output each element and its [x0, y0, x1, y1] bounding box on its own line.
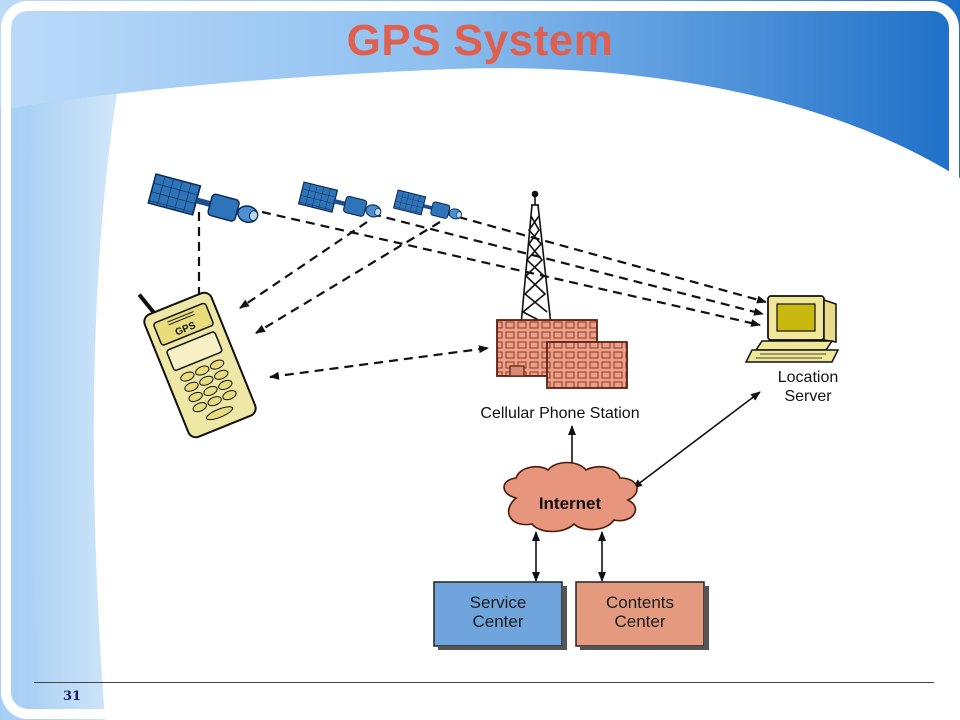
- satellite-links: [195, 210, 767, 380]
- slide-title: GPS System: [346, 16, 614, 65]
- internet-cloud-icon: [503, 461, 638, 533]
- cellular-phone-station-label: Cellular Phone Station: [480, 405, 640, 422]
- satellite-icon: [392, 189, 462, 220]
- footer-divider: [34, 682, 934, 683]
- contents-center-box: [575, 581, 705, 647]
- contents-center-shadow: [704, 586, 709, 650]
- contents-center-label-line2: Center: [614, 612, 666, 631]
- phone-to-station-link: [269, 345, 489, 380]
- sat3-to-server-link: [443, 211, 767, 304]
- page-number: 31: [62, 689, 82, 704]
- gps-phone-icon: GPS: [137, 291, 257, 439]
- sat1-to-server-link: [261, 210, 761, 327]
- left-sweep-shape: [0, 0, 135, 720]
- service-center-shadow: [562, 586, 567, 650]
- sat2-to-server-link: [371, 212, 764, 316]
- cellular-station-building-icon: [496, 319, 628, 389]
- sat3-to-phone-link: [255, 221, 441, 334]
- satellite-icon: [147, 173, 259, 224]
- cell-tower-icon: [520, 190, 552, 326]
- top-band-shape: [0, 0, 960, 178]
- location-server-label-line1: Location: [777, 369, 839, 386]
- service-center-label-line2: Center: [472, 612, 524, 631]
- location-server-computer-icon: [744, 295, 840, 363]
- contents-center-label-line1: Contents: [605, 593, 675, 612]
- service-center-label-line1: Service: [469, 593, 527, 612]
- location-server-label-line2: Server: [784, 388, 832, 405]
- internet-label: Internet: [538, 494, 602, 513]
- satellite-icon: [297, 181, 382, 218]
- server-to-internet-link: [632, 391, 761, 489]
- sat2-to-phone-link: [239, 221, 368, 309]
